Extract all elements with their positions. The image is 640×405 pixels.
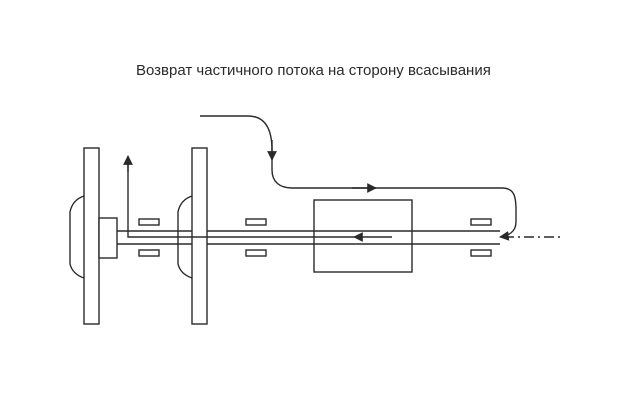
seal-ring-3-top [470,218,492,226]
seal-ring-2-bottom [245,249,267,257]
seal-ring-1-bottom [138,249,160,257]
left-impeller-disc [83,147,100,325]
seal-ring-1-top [138,218,160,226]
left-impeller-profile [69,195,85,279]
housing-block [313,199,413,273]
seal-ring-3-bottom [470,249,492,257]
right-impeller-disc [191,147,208,325]
right-impeller-profile [177,195,193,279]
return-flow-path [200,115,517,241]
seal-ring-2-top [245,218,267,226]
axial-flow-path [127,164,354,238]
diagram-title: Возврат частичного потока на сторону вса… [136,62,491,79]
left-hub [98,217,118,259]
